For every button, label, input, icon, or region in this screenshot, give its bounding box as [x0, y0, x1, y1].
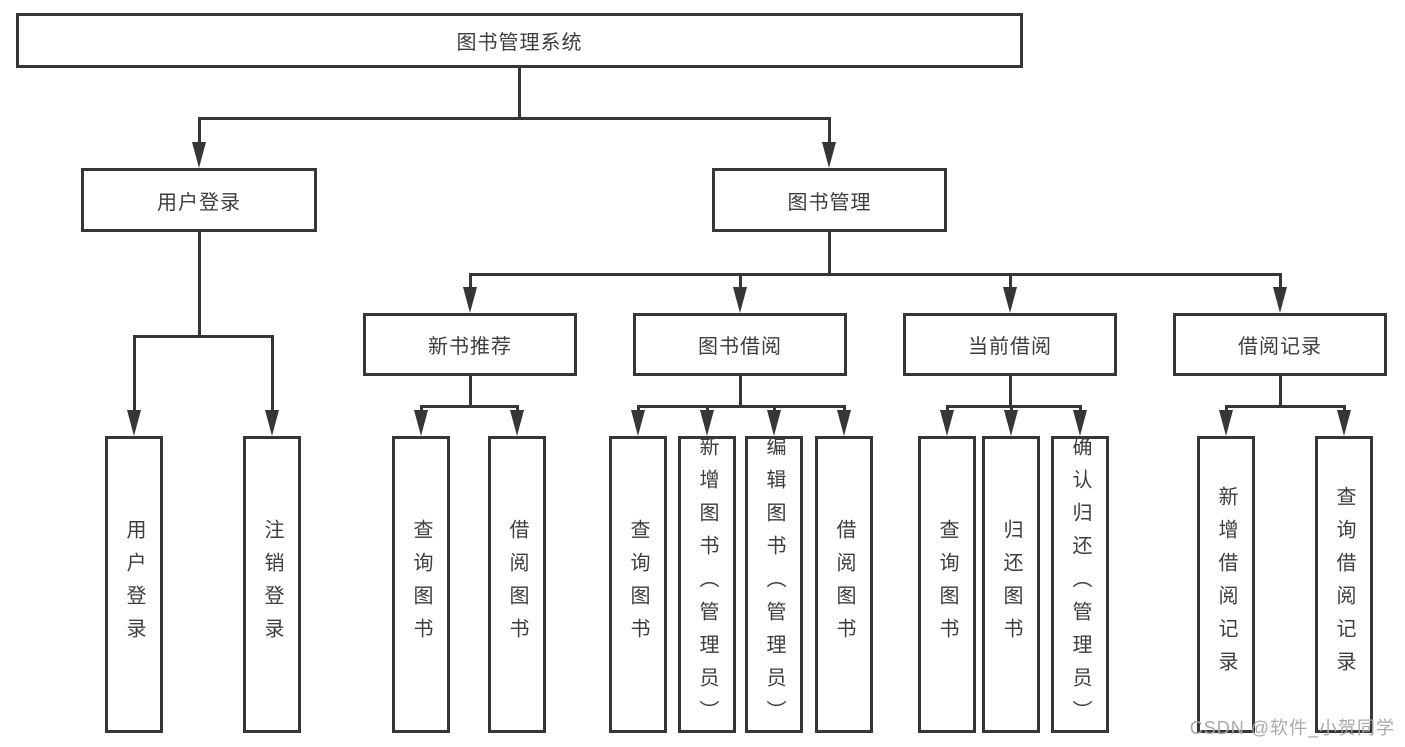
node-current-query-books: 查询图书	[918, 436, 976, 733]
node-add-book-admin-label: 新增图书（管理员）	[696, 436, 718, 733]
connector-userlogin-stem	[198, 232, 201, 335]
connector-records-hline	[1225, 405, 1345, 408]
node-book-borrowing-label: 图书借阅	[698, 336, 782, 358]
connector-root-hline	[198, 117, 830, 120]
arrow-down-icon	[767, 410, 781, 436]
connector-arrow-shaft	[271, 335, 274, 411]
connector-records-stem	[1279, 376, 1282, 405]
node-current-borrowing-label: 当前借阅	[968, 336, 1052, 358]
node-newbook-query-books-label: 查询图书	[410, 518, 432, 651]
connector-arrow-shaft	[1225, 405, 1228, 412]
node-return-book-label: 归还图书	[1000, 518, 1022, 651]
arrow-down-icon	[1073, 410, 1087, 436]
arrow-down-icon	[265, 410, 279, 436]
connector-arrow-shaft	[516, 405, 519, 412]
connector-arrow-shaft	[1010, 405, 1013, 412]
connector-current-stem	[1009, 376, 1012, 405]
node-new-book-recommend-label: 新书推荐	[428, 336, 512, 358]
connector-arrow-shaft	[133, 335, 136, 411]
arrow-down-icon	[733, 287, 747, 313]
node-user-login-action-label: 用户登录	[123, 518, 145, 651]
arrow-down-icon	[127, 410, 141, 436]
node-return-book: 归还图书	[982, 436, 1040, 733]
arrow-down-icon	[1273, 287, 1287, 313]
node-query-borrow-record-label: 查询借阅记录	[1333, 485, 1355, 684]
arrow-down-icon	[1004, 410, 1018, 436]
node-borrow-book-label: 借阅图书	[833, 518, 855, 651]
arrow-down-icon	[192, 142, 206, 168]
node-logout-action: 注销登录	[243, 436, 301, 733]
node-user-login: 用户登录	[81, 168, 317, 232]
node-book-management: 图书管理	[712, 168, 947, 232]
connector-arrow-shaft	[946, 405, 949, 412]
connector-arrow-shaft	[198, 117, 201, 143]
arrow-down-icon	[631, 410, 645, 436]
node-book-management-label: 图书管理	[787, 191, 872, 214]
arrow-down-icon	[1337, 410, 1351, 436]
arrow-down-icon	[510, 410, 524, 436]
arrow-down-icon	[700, 410, 714, 436]
node-add-book-admin: 新增图书（管理员）	[678, 436, 736, 733]
connector-arrow-shaft	[739, 273, 742, 288]
connector-arrow-shaft	[773, 405, 776, 412]
node-borrowing-query-books: 查询图书	[609, 436, 667, 733]
connector-arrow-shaft	[637, 405, 640, 412]
arrow-down-icon	[822, 142, 836, 168]
csdn-watermark: CSDN @软件_小贺同学	[1189, 718, 1395, 738]
node-newbook-query-books: 查询图书	[392, 436, 450, 733]
connector-current-hline	[946, 405, 1081, 408]
connector-arrow-shaft	[1279, 273, 1282, 288]
connector-bookmgmt-stem	[828, 232, 831, 273]
connector-newbook-stem	[469, 376, 472, 405]
arrow-down-icon	[414, 410, 428, 436]
node-add-borrow-record-label: 新增借阅记录	[1215, 485, 1237, 684]
node-newbook-borrow-books-label: 借阅图书	[506, 518, 528, 651]
node-edit-book-admin: 编辑图书（管理员）	[745, 436, 803, 733]
connector-arrow-shaft	[1343, 405, 1346, 412]
connector-arrow-shaft	[469, 273, 472, 288]
arrow-down-icon	[1219, 410, 1233, 436]
node-edit-book-admin-label: 编辑图书（管理员）	[763, 436, 785, 733]
arrow-down-icon	[837, 410, 851, 436]
node-user-login-action: 用户登录	[105, 436, 163, 733]
connector-arrow-shaft	[420, 405, 423, 412]
connector-borrowing-stem	[739, 376, 742, 405]
node-current-borrowing: 当前借阅	[903, 313, 1117, 376]
node-logout-action-label: 注销登录	[261, 518, 283, 651]
node-root-label: 图书管理系统	[456, 32, 583, 54]
node-user-login-label: 用户登录	[157, 191, 241, 214]
connector-root-stem	[518, 68, 521, 117]
arrow-down-icon	[463, 287, 477, 313]
connector-newbook-hline	[420, 405, 518, 408]
node-borrow-book: 借阅图书	[815, 436, 873, 733]
node-root: 图书管理系统	[16, 13, 1023, 68]
node-borrowing-query-books-label: 查询图书	[627, 518, 649, 651]
node-borrow-records: 借阅记录	[1173, 313, 1387, 376]
arrow-down-icon	[1003, 287, 1017, 313]
node-borrow-records-label: 借阅记录	[1238, 336, 1322, 358]
connector-arrow-shaft	[1009, 273, 1012, 288]
node-add-borrow-record: 新增借阅记录	[1197, 436, 1255, 733]
arrow-down-icon	[940, 410, 954, 436]
connector-bookmgmt-hline	[469, 273, 1281, 276]
connector-arrow-shaft	[1079, 405, 1082, 412]
connector-arrow-shaft	[843, 405, 846, 412]
node-confirm-return-admin-label: 确认归还（管理员）	[1069, 436, 1091, 733]
connector-userlogin-hline	[133, 335, 273, 338]
connector-arrow-shaft	[706, 405, 709, 412]
node-confirm-return-admin: 确认归还（管理员）	[1051, 436, 1109, 733]
connector-arrow-shaft	[828, 117, 831, 143]
node-current-query-books-label: 查询图书	[936, 518, 958, 651]
connector-borrowing-hline	[637, 405, 845, 408]
node-book-borrowing: 图书借阅	[633, 313, 847, 376]
node-new-book-recommend: 新书推荐	[363, 313, 577, 376]
node-query-borrow-record: 查询借阅记录	[1315, 436, 1373, 733]
node-newbook-borrow-books: 借阅图书	[488, 436, 546, 733]
